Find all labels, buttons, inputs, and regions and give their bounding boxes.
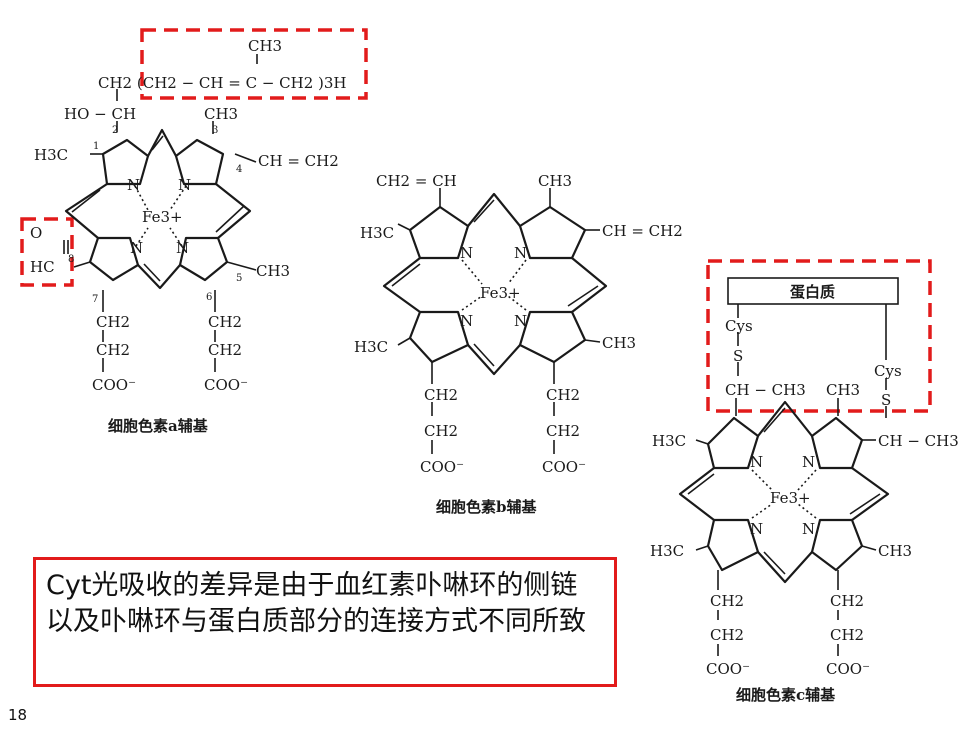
highlight-box-farnesyl-tail: [140, 28, 368, 100]
position-number-4: 4: [236, 164, 242, 175]
label-right-ch2-1: CH2: [830, 592, 864, 610]
pyrrole-ring-c-1: [706, 416, 760, 470]
label-formyl-hc: HC: [30, 258, 55, 276]
pyrrole-ring-b-4: [408, 310, 470, 364]
label-left-ch2-2: CH2: [424, 422, 458, 440]
label-h3c-left: H3C: [360, 224, 394, 242]
label-ch-ch3-left: CH − CH3: [725, 381, 806, 399]
pyrrole-ring-a: [101, 138, 150, 186]
label-ch3-top: CH3: [826, 381, 860, 399]
label-fe: Fe3+: [142, 208, 183, 226]
label-ch3-pos3: CH3: [204, 105, 238, 123]
explanation-note-box: Cyt光吸收的差异是由于血红素卟啉环的侧链以及卟啉环与蛋白质部分的连接方式不同所…: [33, 557, 617, 687]
position-number-7: 7: [92, 294, 98, 305]
heme-b-structure: CH2 = CH CH3 H3C CH = CH2 Fe3+ N N N N H…: [354, 172, 683, 516]
highlight-box-formyl-group: [20, 217, 74, 287]
label-right-ch2-2: CH2: [830, 626, 864, 644]
label-left-coo: COO⁻: [92, 376, 136, 394]
pyrrole-ring-b-1: [408, 205, 470, 260]
label-h3c-bottom: H3C: [650, 542, 684, 560]
label-right-coo: COO⁻: [826, 660, 870, 678]
position-number-1: 1: [93, 141, 99, 152]
pyrrole-ring-b: [174, 138, 225, 186]
label-protein: 蛋白质: [790, 283, 835, 301]
label-left-ch2-1: CH2: [96, 313, 130, 331]
label-ch3-top: CH3: [538, 172, 572, 190]
label-farnesyl-tail: CH2 (CH2 − CH = C − CH2 )3H: [98, 74, 347, 92]
label-n1: N: [127, 176, 140, 194]
label-left-coo: COO⁻: [420, 458, 464, 476]
label-left-ch2-1: CH2: [710, 592, 744, 610]
label-right-ch2-1: CH2: [208, 313, 242, 331]
label-fe: Fe3+: [480, 284, 521, 302]
label-n1: N: [750, 453, 763, 471]
position-number-8: 8: [68, 254, 74, 265]
label-n3: N: [750, 520, 763, 538]
label-hydroxy-ch: HO − CH: [64, 105, 136, 123]
label-right-ch2-2: CH2: [208, 341, 242, 359]
position-number-3: 3: [212, 125, 218, 136]
label-vinyl-pos4: CH = CH2: [258, 152, 339, 170]
label-left-ch2-2: CH2: [96, 341, 130, 359]
label-n4: N: [176, 239, 189, 257]
caption-heme-a: 细胞色素a辅基: [108, 417, 209, 435]
label-n3: N: [460, 312, 473, 330]
label-n2: N: [178, 176, 191, 194]
label-n3: N: [130, 239, 143, 257]
label-left-coo: COO⁻: [706, 660, 750, 678]
pyrrole-ring-d: [88, 236, 140, 282]
label-top-ch3: CH3: [248, 37, 282, 55]
pyrrole-ring-c-2: [810, 416, 864, 470]
highlight-box-protein-link: [706, 259, 932, 413]
label-right-ch2-2: CH2: [546, 422, 580, 440]
position-number-5: 5: [236, 273, 242, 284]
label-ch3-bottom: CH3: [878, 542, 912, 560]
label-s-right: S: [881, 391, 891, 409]
label-n4: N: [802, 520, 815, 538]
label-vinyl-top: CH2 = CH: [376, 172, 457, 190]
label-h3c-bottom: H3C: [354, 338, 388, 356]
pyrrole-ring-c-3: [810, 518, 864, 572]
caption-heme-b: 细胞色素b辅基: [436, 498, 537, 516]
label-left-ch2-2: CH2: [710, 626, 744, 644]
label-h3c-pos1: H3C: [34, 146, 68, 164]
label-h3c-left: H3C: [652, 432, 686, 450]
label-fe: Fe3+: [770, 489, 811, 507]
label-formyl-o: O: [30, 224, 42, 242]
label-right-coo: COO⁻: [542, 458, 586, 476]
label-cys-left: Cys: [725, 317, 753, 335]
label-s-left: S: [733, 347, 743, 365]
protein-box: [727, 277, 899, 305]
label-n2: N: [514, 244, 527, 262]
label-n2: N: [802, 453, 815, 471]
heme-a-structure: CH3 CH2 (CH2 − CH = C − CH2 )3H HO − CH …: [20, 28, 368, 435]
pyrrole-ring-b-2: [518, 205, 587, 260]
label-left-ch2-1: CH2: [424, 386, 458, 404]
label-ch3-pos5: CH3: [256, 262, 290, 280]
label-right-ch2-1: CH2: [546, 386, 580, 404]
pyrrole-ring-c: [178, 236, 229, 282]
label-vinyl-right: CH = CH2: [602, 222, 683, 240]
label-n4: N: [514, 312, 527, 330]
label-ch-ch3-right: CH − CH3: [878, 432, 959, 450]
label-ch3-bottom: CH3: [602, 334, 636, 352]
caption-heme-c: 细胞色素c辅基: [736, 686, 836, 704]
label-n1: N: [460, 244, 473, 262]
heme-c-structure: 蛋白质 Cys S Cys S CH − CH3 CH3 H3C CH − CH…: [650, 259, 959, 704]
label-cys-right: Cys: [874, 362, 902, 380]
position-number-6: 6: [206, 292, 212, 303]
page-number: 18: [8, 706, 28, 724]
pyrrole-ring-c-4: [706, 518, 760, 572]
label-right-coo: COO⁻: [204, 376, 248, 394]
pyrrole-ring-b-3: [518, 310, 587, 364]
position-number-2: 2: [112, 125, 118, 136]
